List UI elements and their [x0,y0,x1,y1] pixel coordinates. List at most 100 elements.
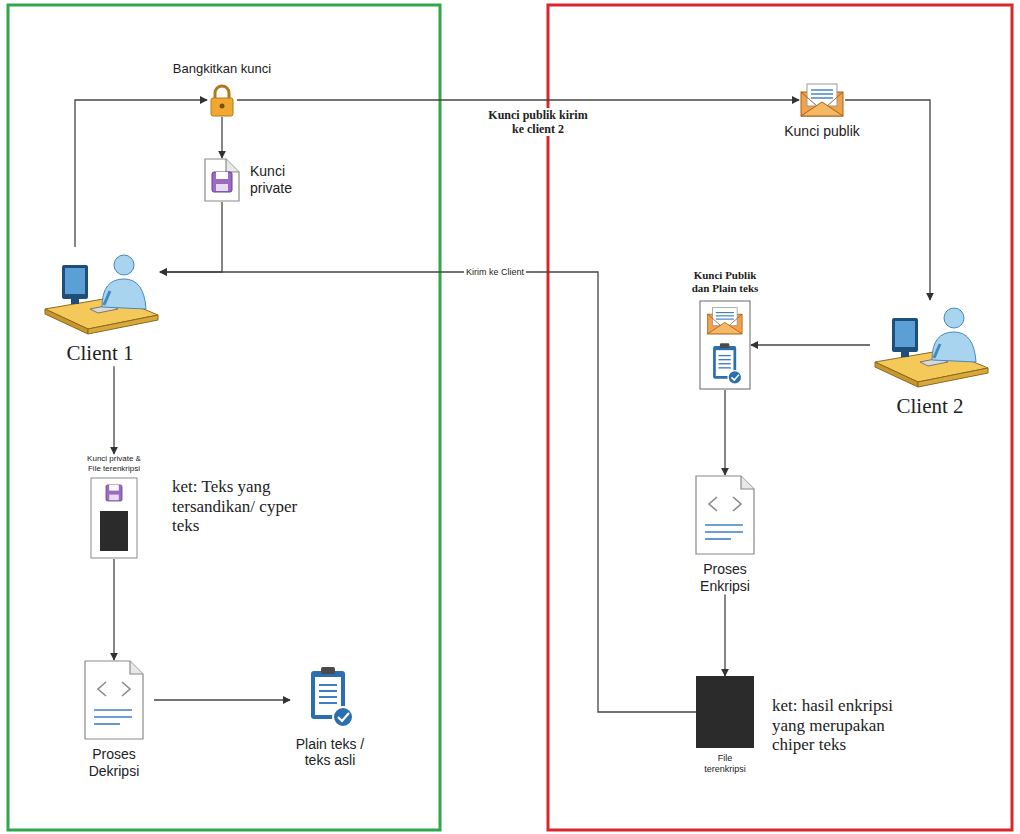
blacksq-icon [696,676,754,748]
icon-part [708,314,742,325]
icon-part [215,86,229,99]
node-label: Kunci private & File terenkripsi [82,454,146,474]
icon-part [45,255,158,334]
icon-part [875,362,918,387]
icon-part [801,84,843,116]
icon-part [713,343,742,384]
icon-part [705,531,743,533]
node-label: File terenkripsi [696,753,754,775]
icon-column: Kunci Publik dan Plain teks [689,269,761,390]
icon-column: File terenkripsi [696,676,754,775]
icon-part [892,318,918,352]
icon-part [65,268,85,294]
icon-part [212,172,232,192]
icon-part [708,308,742,334]
icon-part [801,92,843,106]
icon-part [205,159,239,201]
process-doc: Proses Enkripsi [685,475,765,595]
icon-part [130,661,143,674]
icon-part [102,279,146,309]
client-node: Client 1 [40,247,160,366]
node-label: Kunci publik [784,123,860,140]
icon-column: Kunci publik [784,82,860,140]
client1-region [8,5,440,830]
icon-part [696,676,754,748]
encrypted-file: File terenkripsi ket: hasil enkripsi yang… [696,676,922,775]
code-doc-icon [84,660,144,740]
icon-part [901,352,909,357]
icon-part [104,291,110,305]
connector-arrow [751,344,870,345]
icon-part [212,172,232,192]
client2-region [548,5,1012,830]
icon-column: Client 2 [870,300,990,419]
icon-part [895,321,915,347]
encrypted-input: Kunci private & File terenkripsiket: Tek… [82,454,304,559]
icon-part [216,172,228,179]
node-label: Plain teks / teks asli [290,736,370,770]
kpbox-icon [699,300,751,390]
icon-column [204,158,240,202]
node-label: ket: hasil enkripsi yang merupakan chipe… [772,696,922,755]
node-label: Kunci Publik dan Plain teks [689,269,761,295]
icon-part [319,702,337,704]
envelope-icon [799,82,845,118]
icon-part [106,485,122,501]
connector-arrow [113,559,114,660]
icon-part [716,315,734,316]
icon-part [98,682,130,696]
icon-part [211,98,233,116]
icon-part [708,322,742,333]
person-icon [40,247,160,337]
key-generator: Bangkitkan kunci [173,61,271,117]
icon-part [109,485,119,491]
icon-part [811,89,833,90]
icon-part [94,723,120,725]
icon-column: Bangkitkan kunci [173,61,271,117]
node-label: Proses Enkripsi [685,561,765,595]
icon-part [114,255,134,275]
icon-part [85,661,143,739]
icon-part [696,476,754,554]
code-doc-icon [695,475,755,555]
lock-icon [207,83,237,117]
private-key: Kunci private [204,158,312,202]
icon-part [719,367,731,368]
icon-column: Kunci private & File terenkripsi [82,454,146,559]
node-label: Client 2 [896,394,963,419]
icon-part [696,676,754,748]
person-icon [870,300,990,390]
public-key: Kunci publik [784,82,860,140]
node-label: Bangkitkan kunci [173,61,271,77]
icon-part [62,265,88,299]
icon-part [716,312,734,313]
icon-part [944,308,964,328]
icon-part [319,684,337,686]
icon-part [109,495,119,501]
icon-part [700,301,750,389]
icon-part [700,301,750,389]
icon-part [88,315,158,334]
icon-part [106,485,122,501]
icon-column: Proses Enkripsi [685,475,765,595]
connector-arrow [724,390,725,475]
node-label: Kunci private [250,163,312,198]
icon-column: Plain teks / teks asli [290,665,370,770]
icon-part [45,309,88,334]
icon-part [319,696,337,698]
icon-part [811,93,833,94]
icon-part [94,716,132,718]
connector-arrow [160,202,222,272]
icon-part [338,713,349,721]
key-plaintext-box: Kunci Publik dan Plain teks [689,269,761,390]
icon-part [720,343,730,348]
icon-part [333,707,353,727]
icon-part [94,709,132,711]
process-doc: Proses Dekripsi [74,660,154,780]
connector-arrow [154,699,290,700]
connector-arrow [237,99,799,100]
client-node: Client 2 [870,300,990,419]
icon-part [811,97,833,98]
